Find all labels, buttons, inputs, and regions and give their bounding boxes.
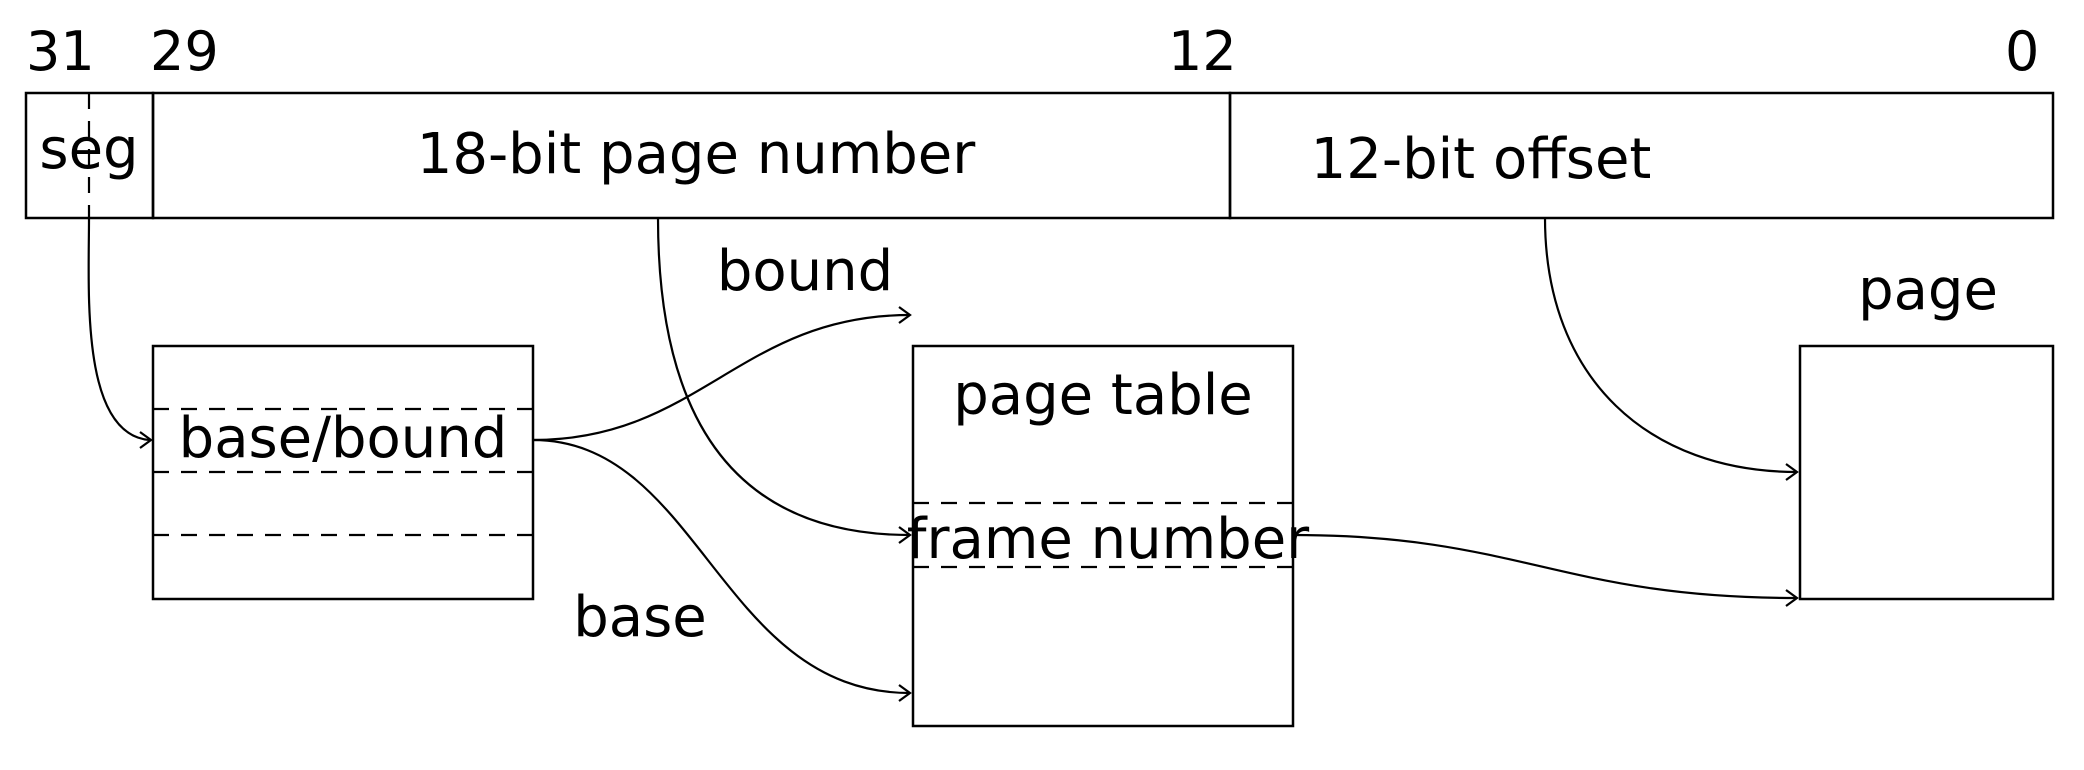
seg-to-segment-table-arrow: [87, 217, 153, 449]
offset-field: [1228, 91, 2055, 220]
bit-0-label: 0: [2005, 20, 2039, 83]
segment-table: base/bound: [151, 344, 535, 601]
frame-number-to-page-arrow: [1292, 533, 1799, 607]
page-number-to-page-table-arrow: [656, 217, 912, 544]
page-table: page table frame number: [907, 344, 1310, 728]
frame-number-entry: frame number: [907, 507, 1310, 572]
bound-label: bound: [717, 239, 893, 304]
base-arrow: [532, 438, 912, 702]
page-table-title: page table: [953, 363, 1253, 428]
base-bound-entry: base/bound: [179, 406, 508, 471]
page-box: [1798, 344, 2055, 601]
offset-label: 12-bit offset: [1311, 127, 1652, 192]
bit-12-label: 12: [1168, 20, 1237, 83]
offset-to-page-arrow: [1543, 217, 1799, 481]
bit-29-label: 29: [150, 20, 219, 83]
bit-31-label: 31: [26, 20, 95, 83]
physical-page: page: [1798, 258, 2055, 601]
virtual-address: seg 18-bit page number 12-bit offset: [24, 91, 2055, 220]
page-number-label: 18-bit page number: [417, 122, 977, 187]
page-label: page: [1858, 258, 1998, 323]
bound-arrow: [532, 306, 912, 442]
base-label: base: [573, 585, 707, 650]
